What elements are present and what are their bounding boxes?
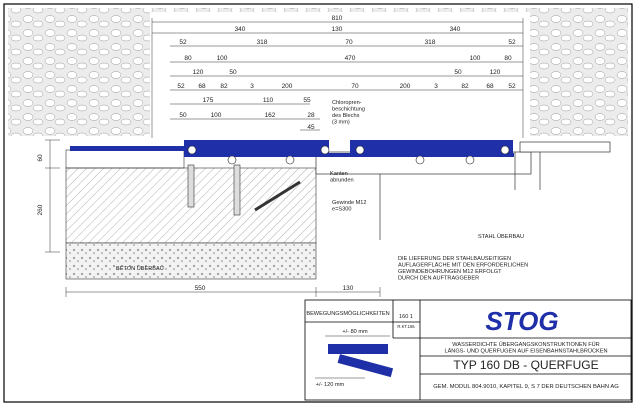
dim-left-260: 260	[37, 204, 44, 215]
dim-row6-k: 52	[508, 83, 516, 90]
dim-row4-d: 100	[470, 55, 481, 62]
movement-illustration	[315, 335, 394, 379]
dim-row6-e: 200	[282, 83, 293, 90]
drawing-frame	[3, 3, 633, 403]
dim-row4-b: 100	[217, 55, 228, 62]
footer-text: GEM. MODUL 804.9010, KAPITEL 9, S 7 DER …	[433, 384, 619, 390]
dim-row3-e: 52	[508, 39, 516, 46]
dim-row4-e: 80	[504, 55, 512, 62]
bottom-dimension-lines	[65, 287, 381, 297]
doc-sub: R.KT.165	[397, 324, 415, 329]
dim-row7-a: 175	[203, 97, 214, 104]
dim-row5-d: 120	[490, 69, 501, 76]
dim-row7-c: 55	[303, 97, 311, 104]
dim-row8-a: 50	[179, 112, 187, 119]
drawing-title: TYP 160 DB - QUERFUGE	[453, 358, 598, 372]
movement-120: +/- 120 mm	[316, 382, 345, 388]
dim-row6-f: 70	[351, 83, 359, 90]
dim-row3-c: 70	[345, 39, 353, 46]
dim-row3-a: 52	[179, 39, 187, 46]
dim-row6-i: 82	[461, 83, 469, 90]
beton-ueberbau-label: BETON ÜBERBAU	[116, 265, 164, 272]
movement-header: BEWEGUNGSMÖGLICHKEITEN	[306, 310, 389, 317]
steel-superstructure	[315, 141, 611, 240]
dim-bottom-550: 550	[195, 285, 206, 292]
dimension-lines	[151, 18, 524, 138]
dim-total: 810	[332, 15, 343, 22]
left-dimension-lines	[45, 139, 60, 253]
dim-row5-a: 120	[193, 69, 204, 76]
joint-plates	[70, 140, 514, 157]
stahl-ueberbau-label: STAHL ÜBERBAU	[478, 233, 524, 240]
dimension-labels: 810 340 130 340 52 318 70 318 52 80 100 …	[177, 15, 516, 131]
dim-row3-b: 318	[257, 39, 268, 46]
dim-row8-d: 28	[307, 112, 315, 119]
dimension-area	[150, 12, 530, 136]
dim-row6-b: 68	[198, 83, 206, 90]
doc-number: 160 1	[399, 314, 413, 320]
anchor-bolts	[187, 164, 301, 216]
dim-row6-g: 200	[400, 83, 411, 90]
dim-left-60: 60	[37, 154, 44, 162]
dim-row8-b: 100	[211, 112, 222, 119]
dim-row6-j: 68	[486, 83, 494, 90]
dim-row6-d: 3	[250, 83, 254, 90]
dim-bottom-130: 130	[343, 285, 354, 292]
dim-row2-c: 340	[450, 26, 461, 33]
dim-row5-b: 50	[229, 69, 237, 76]
dim-row6-h: 3	[434, 83, 438, 90]
bolt-icons	[187, 145, 510, 165]
dim-row7-b: 110	[263, 97, 274, 104]
dim-row3-d: 318	[425, 39, 436, 46]
dim-row2-a: 340	[235, 26, 246, 33]
movement-80: +/- 80 mm	[342, 329, 368, 335]
description-text: WASSERDICHTE ÜBERGANGSKONSTRUKTIONEN FÜR…	[444, 341, 607, 354]
dim-row5-c: 50	[454, 69, 462, 76]
dim-row8-c: 162	[265, 112, 276, 119]
dim-row2-b: 130	[332, 26, 343, 33]
dim-row6-c: 82	[220, 83, 228, 90]
stog-logo: STOG	[485, 306, 558, 336]
dim-row4-a: 80	[184, 55, 192, 62]
dim-row9: 45	[307, 124, 315, 131]
dim-row4-c: 470	[345, 55, 356, 62]
dim-row6-a: 52	[177, 83, 185, 90]
